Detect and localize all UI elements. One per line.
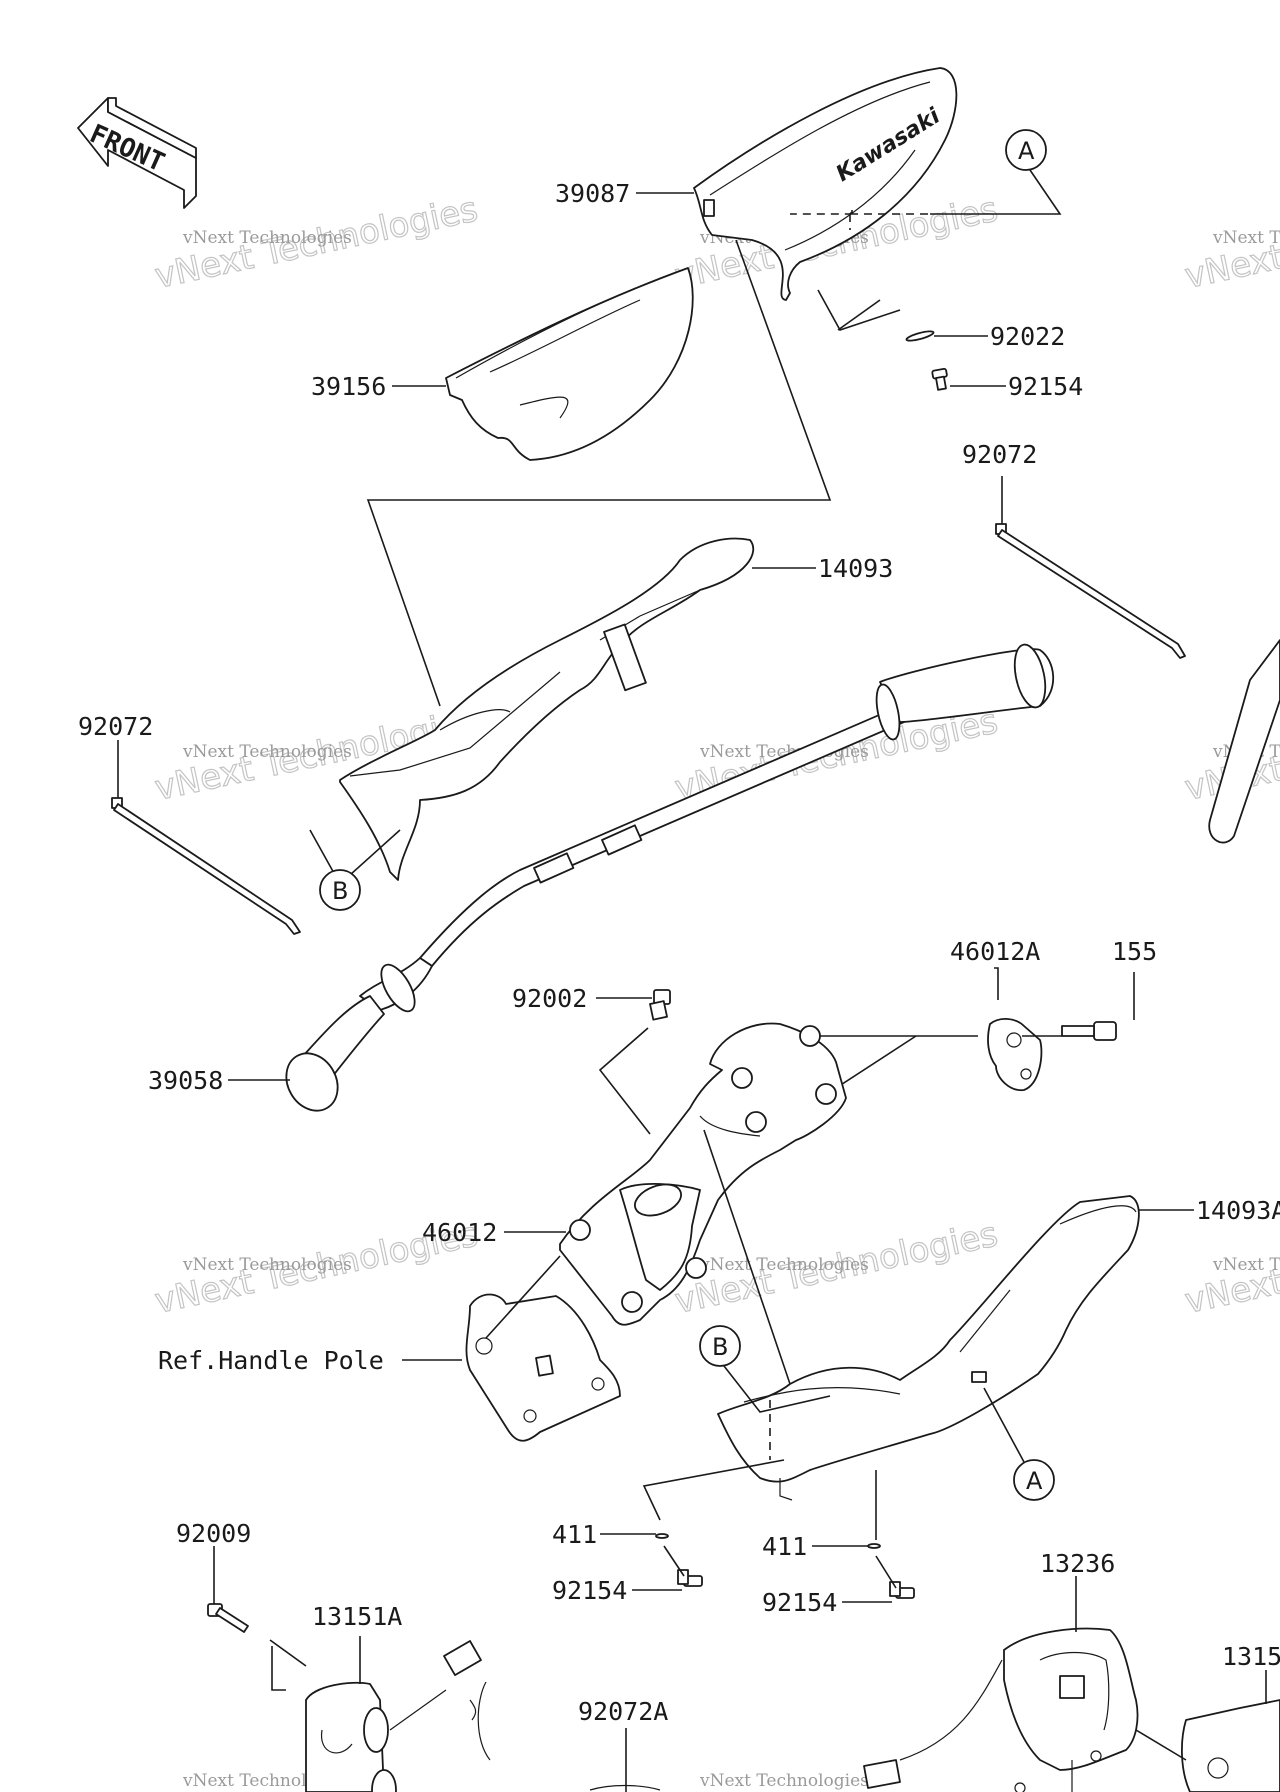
callout-a-top-letter: A xyxy=(1018,137,1035,165)
label-92022: 92022 xyxy=(990,322,1065,351)
label-92009: 92009 xyxy=(176,1519,251,1548)
callout-b-left-letter: B xyxy=(332,877,348,905)
switch-1315-partial xyxy=(1135,1699,1280,1792)
label-92154-top: 92154 xyxy=(1008,372,1083,401)
label-46012: 46012 xyxy=(422,1218,497,1247)
label-39156: 39156 xyxy=(311,372,386,401)
handle-bracket-46012 xyxy=(559,1022,847,1326)
label-46012A: 46012A xyxy=(950,937,1040,966)
label-92154-right: 92154 xyxy=(762,1588,837,1617)
callout-b-left xyxy=(319,869,361,911)
watermark-small: vNext Technologies xyxy=(182,742,352,762)
label-155: 155 xyxy=(1112,937,1157,966)
label-92072-left: 92072 xyxy=(78,712,153,741)
bolt-155 xyxy=(1061,1021,1117,1041)
watermark-small: vNext Technologies xyxy=(1212,228,1280,248)
switch-13236 xyxy=(863,1627,1139,1792)
callout-a-low-letter: A xyxy=(1026,1467,1043,1495)
callout-b-mid-letter: B xyxy=(712,1333,728,1361)
watermark-small: vNext Technologies xyxy=(1212,1255,1280,1275)
cover-14093A xyxy=(717,1195,1140,1501)
watermark-small: vNext Technologies xyxy=(699,1255,869,1275)
panel-39156 xyxy=(445,267,694,461)
watermark-small: vNext Technologies xyxy=(699,1771,869,1791)
screw-92154-top xyxy=(931,367,948,391)
clip-icon xyxy=(469,1681,491,1761)
ref-handle-pole-label: Ref.Handle Pole xyxy=(158,1346,384,1375)
washer-92022 xyxy=(905,330,935,342)
holder-46012A xyxy=(987,1018,1043,1091)
callout-a-low xyxy=(1013,1459,1055,1501)
handle-pole-plate xyxy=(465,1293,621,1442)
bolt-92002 xyxy=(649,989,671,1021)
label-92072-right: 92072 xyxy=(962,440,1037,469)
cover-14093 xyxy=(339,537,755,881)
label-92002: 92002 xyxy=(512,984,587,1013)
screw-92154-right xyxy=(889,1581,915,1599)
label-411-left: 411 xyxy=(552,1520,597,1549)
handlebar-39058 xyxy=(285,643,1055,1112)
label-411-right: 411 xyxy=(762,1532,807,1561)
screw-92009 xyxy=(207,1603,249,1633)
label-92072A: 92072A xyxy=(578,1697,668,1726)
watermark-small: vNext Technologies xyxy=(182,1255,352,1275)
label-39087: 39087 xyxy=(555,179,630,208)
front-arrow-icon: FRONT xyxy=(77,97,197,209)
screw-92154-left xyxy=(677,1569,703,1587)
callout-b-mid xyxy=(699,1325,741,1367)
cable-tie-92072-right xyxy=(995,523,1186,659)
label-1315: 1315 xyxy=(1222,1642,1280,1671)
cable-tie-92072-left xyxy=(111,797,301,935)
callout-a-top xyxy=(1005,129,1047,171)
label-14093: 14093 xyxy=(818,554,893,583)
label-14093A: 14093A xyxy=(1196,1196,1280,1225)
label-13151A: 13151A xyxy=(312,1602,402,1631)
label-92154-left: 92154 xyxy=(552,1576,627,1605)
label-13236: 13236 xyxy=(1040,1549,1115,1578)
frame-edge xyxy=(1208,639,1280,844)
switch-13151A xyxy=(305,1640,482,1792)
label-39058: 39058 xyxy=(148,1066,223,1095)
watermark-small: vNext Technologies xyxy=(182,228,352,248)
